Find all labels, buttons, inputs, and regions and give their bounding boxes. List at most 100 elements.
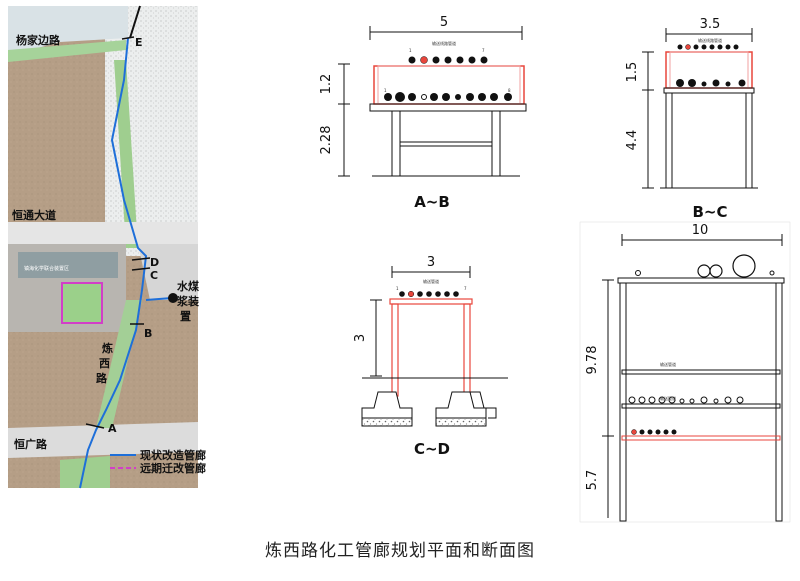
large-panel bbox=[579, 221, 791, 523]
bc-column-right bbox=[745, 92, 753, 189]
cd-title: C~D bbox=[414, 440, 450, 458]
bc-pipe bbox=[677, 44, 683, 50]
legend-future: 远期迁改管廊 bbox=[140, 461, 206, 475]
large-pipe bbox=[709, 264, 723, 278]
cd-beam bbox=[389, 298, 473, 305]
large-pipe bbox=[639, 429, 645, 435]
label-hengtong: 恒通大道 bbox=[12, 208, 56, 222]
large-pipe bbox=[769, 270, 775, 276]
large-upper-height: 9.78 bbox=[585, 346, 600, 375]
ab-pipe bbox=[408, 56, 416, 64]
ab-deck bbox=[369, 103, 527, 112]
large-layer2-note: 输送管道 bbox=[660, 395, 676, 401]
point-a: A bbox=[108, 422, 117, 435]
north-area bbox=[8, 6, 128, 56]
cd-pipe bbox=[444, 291, 450, 297]
large-pipe bbox=[736, 396, 744, 404]
ab-pipe bbox=[456, 56, 464, 64]
label-yangjiabian: 杨家边路 bbox=[16, 33, 61, 47]
tick-e bbox=[121, 36, 135, 40]
large-pipe bbox=[655, 429, 661, 435]
bc-lower-height: 4.4 bbox=[625, 130, 640, 151]
ab-pipe bbox=[504, 93, 512, 101]
bc-pipe bbox=[733, 44, 739, 50]
large-pipe bbox=[631, 429, 637, 435]
cd-column-left bbox=[391, 303, 399, 397]
ab-pipe-note: 输送线路管道 bbox=[432, 40, 456, 46]
cd-num-r: 7 bbox=[464, 286, 467, 291]
large-pipe bbox=[732, 254, 756, 278]
large-width: 10 bbox=[692, 223, 709, 238]
tick-a bbox=[85, 423, 105, 429]
facility-marker bbox=[168, 293, 178, 303]
large-beam-2 bbox=[621, 369, 781, 375]
site-map: 杨家边路 恒通大道 炼 西 路 恒广路 E D C B A 水煤 浆装 置 镇海… bbox=[8, 5, 206, 489]
ab-pipe bbox=[442, 93, 450, 101]
facility-label-3: 置 bbox=[180, 310, 191, 323]
large-pipe bbox=[635, 270, 641, 276]
ab-pipe bbox=[384, 93, 392, 101]
tick-c bbox=[131, 267, 151, 271]
facility-label-1: 水煤 bbox=[177, 279, 200, 293]
large-pipe bbox=[671, 429, 677, 435]
green-strip bbox=[8, 40, 126, 62]
large-layer1-note: 输送管道 bbox=[660, 361, 676, 367]
ab-column-right bbox=[491, 110, 501, 177]
bc-pipe bbox=[701, 81, 707, 87]
bc-pipe-note: 输送线路管道 bbox=[698, 37, 722, 43]
green-strip-south bbox=[60, 456, 110, 488]
large-pipe bbox=[648, 396, 656, 404]
large-pipe bbox=[628, 396, 636, 404]
cd-footing-edge bbox=[462, 391, 497, 419]
label-hengguang: 恒广路 bbox=[14, 437, 48, 451]
bc-pipe bbox=[693, 44, 699, 50]
ab-num-br: 8 bbox=[508, 88, 511, 93]
cd-footing-left bbox=[361, 391, 413, 419]
large-column-left bbox=[619, 282, 627, 522]
bc-bottom-pipes bbox=[676, 79, 746, 87]
bc-title: B~C bbox=[692, 203, 727, 221]
large-top-beam bbox=[617, 277, 785, 284]
east-area bbox=[138, 244, 198, 300]
ab-lower-height: 2.28 bbox=[319, 126, 334, 155]
label-lianxi-2: 西 bbox=[99, 357, 110, 370]
cd-width: 3 bbox=[427, 255, 435, 270]
ab-bottom-pipes bbox=[384, 92, 512, 102]
large-middle-pipes bbox=[628, 396, 744, 404]
tick-d bbox=[131, 257, 151, 261]
large-pipe bbox=[668, 396, 676, 404]
cd-pipe bbox=[417, 291, 423, 297]
bc-pipe bbox=[676, 79, 684, 87]
cd-column-right bbox=[463, 303, 471, 397]
ab-pipe bbox=[444, 56, 452, 64]
large-pipe bbox=[679, 398, 685, 404]
facility-branch bbox=[145, 297, 173, 301]
green-belt-south bbox=[96, 300, 142, 428]
point-e: E bbox=[135, 36, 143, 49]
ab-num-tr: 7 bbox=[482, 48, 485, 53]
bc-pipe bbox=[738, 79, 746, 87]
section-large: 10 9.78 5.7 输送管道 bbox=[579, 221, 791, 523]
large-beam-3 bbox=[621, 403, 781, 409]
ab-num-tl: 1 bbox=[409, 48, 412, 53]
large-pipe bbox=[724, 396, 732, 404]
bc-pipe bbox=[725, 81, 731, 87]
figure-caption: 炼西路化工管廊规划平面和断面图 bbox=[265, 541, 535, 561]
bc-pipe bbox=[685, 44, 691, 50]
legend-current: 现状改造管廊 bbox=[140, 448, 206, 462]
ab-pipe bbox=[455, 94, 461, 100]
large-pipe bbox=[638, 396, 646, 404]
large-lower-pipes bbox=[631, 429, 677, 435]
bc-upper-height: 1.5 bbox=[625, 62, 640, 83]
hengtong-road bbox=[8, 222, 198, 244]
bc-pipe bbox=[709, 44, 715, 50]
section-bc: 3.5 输送线路管道 1.5 4.4 bbox=[625, 17, 758, 221]
ab-pipe bbox=[432, 56, 440, 64]
large-pipe bbox=[647, 429, 653, 435]
ab-pipe bbox=[480, 56, 488, 64]
rail-line bbox=[129, 5, 141, 39]
bc-pipe bbox=[725, 44, 731, 50]
cd-pipe bbox=[399, 291, 405, 297]
ab-pipe bbox=[421, 94, 427, 100]
ab-pipe bbox=[420, 56, 428, 64]
